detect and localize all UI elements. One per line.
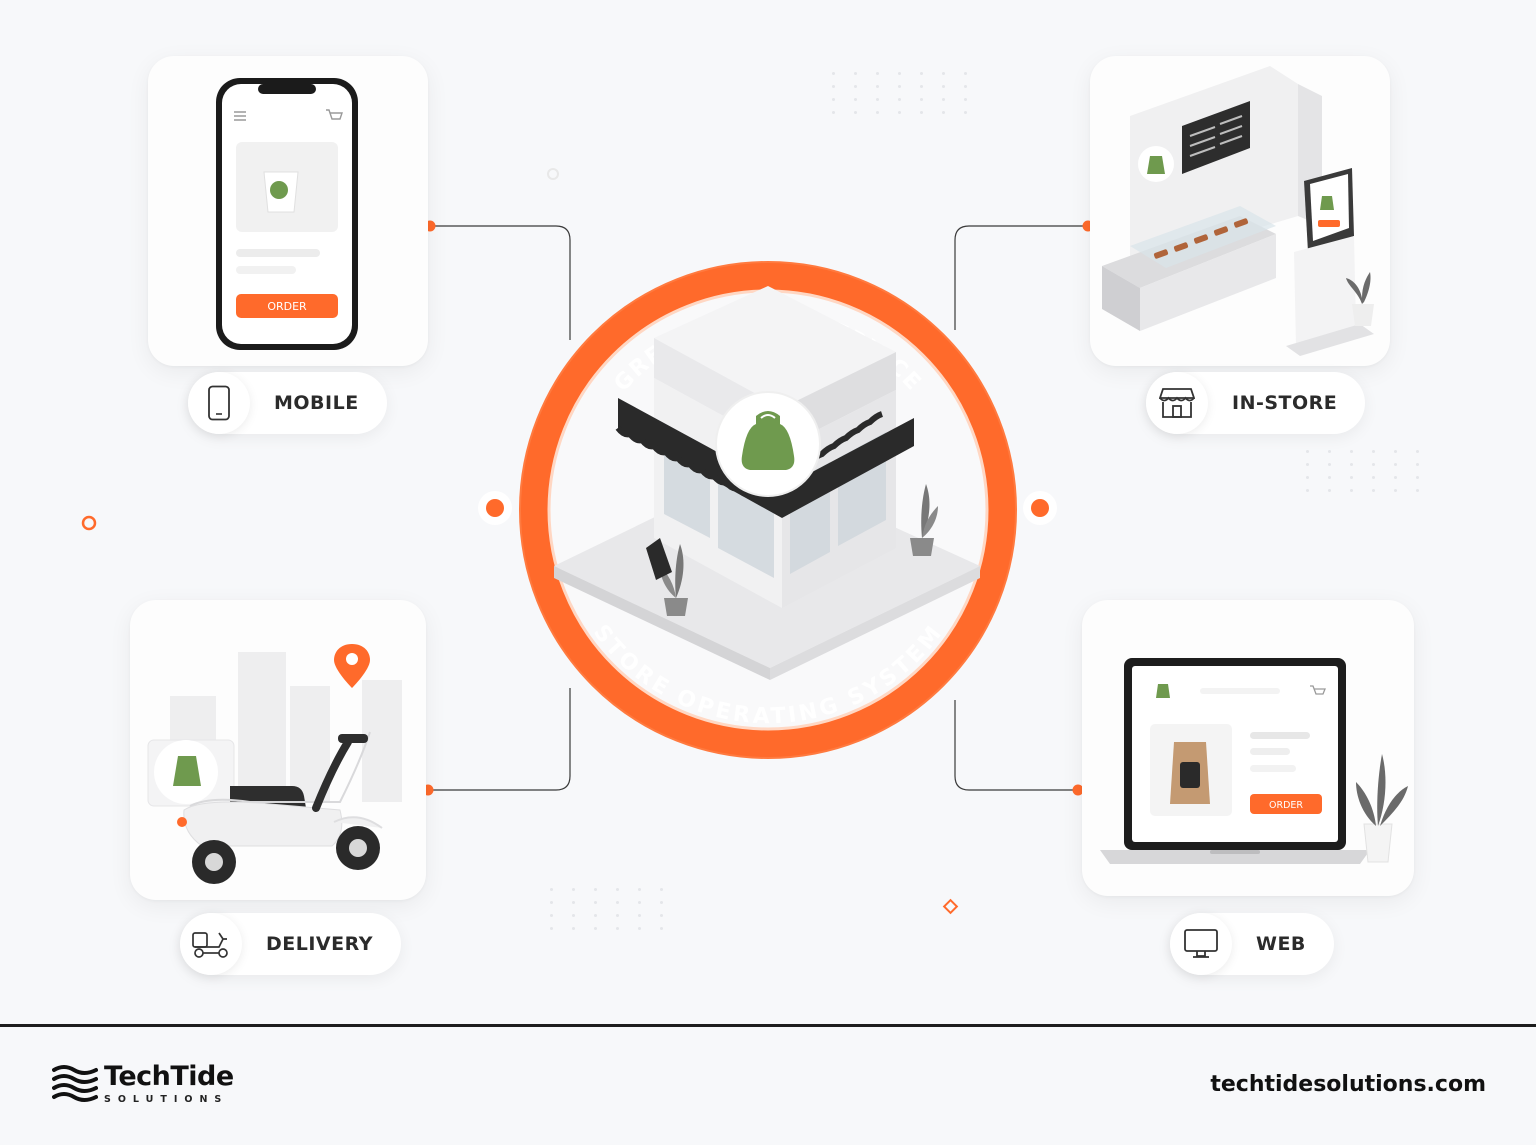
dot-grid-right (1306, 450, 1428, 492)
in-store-illustration (1102, 66, 1374, 356)
dot-grid-bottom (550, 888, 672, 930)
wave-logo-icon (52, 1065, 98, 1102)
dot-grid-top (832, 72, 976, 114)
channel-pill-delivery[interactable]: DELIVERY (180, 913, 401, 975)
mobile-order-text: ORDER (267, 300, 307, 313)
decor-ring-faint (547, 168, 559, 180)
footer: TechTide SOLUTIONS techtidesolutions.com (0, 1024, 1536, 1145)
channel-label-delivery: DELIVERY (266, 933, 373, 955)
brand-name: TechTide (104, 1061, 234, 1092)
hub-ring: GREEN APRON SERVICE STORE OPERATING SYST… (478, 261, 1057, 759)
delivery-scooter-icon (180, 913, 242, 975)
smartphone-icon (188, 372, 250, 434)
website-link[interactable]: techtidesolutions.com (1210, 1072, 1486, 1097)
mobile-card: ORDER (148, 56, 428, 366)
channel-label-in-store: IN-STORE (1232, 392, 1338, 414)
brand-logo[interactable]: TechTide SOLUTIONS (52, 1063, 234, 1105)
smartphone-illustration: ORDER (216, 78, 358, 350)
in-store-card (1090, 56, 1390, 366)
storefront-icon (1146, 372, 1208, 434)
connector-in-store (954, 225, 1088, 330)
channel-pill-mobile[interactable]: MOBILE (188, 372, 387, 434)
connector-dot-web (1072, 784, 1084, 796)
connector-mobile (430, 225, 571, 340)
decor-diamond (942, 898, 959, 915)
storefront-illustration (554, 286, 980, 680)
channel-pill-in-store[interactable]: IN-STORE (1146, 372, 1366, 434)
web-order-text: ORDER (1269, 800, 1303, 811)
channel-pill-web[interactable]: WEB (1170, 913, 1334, 975)
channel-label-mobile: MOBILE (274, 392, 359, 414)
channel-label-web: WEB (1256, 933, 1306, 955)
hub: GREEN APRON SERVICE STORE OPERATING SYST… (478, 248, 1058, 788)
web-card: ORDER (1082, 600, 1414, 896)
diagram-stage: ORDER MOBILE (81, 56, 1428, 975)
laptop-illustration: ORDER (1100, 658, 1408, 864)
brand-tagline: SOLUTIONS (104, 1094, 229, 1105)
decor-ring-left (81, 515, 97, 531)
delivery-card (130, 600, 426, 900)
monitor-icon (1170, 913, 1232, 975)
connector-delivery (428, 688, 571, 791)
delivery-scooter-illustration (147, 644, 402, 884)
connector-web (954, 700, 1078, 791)
